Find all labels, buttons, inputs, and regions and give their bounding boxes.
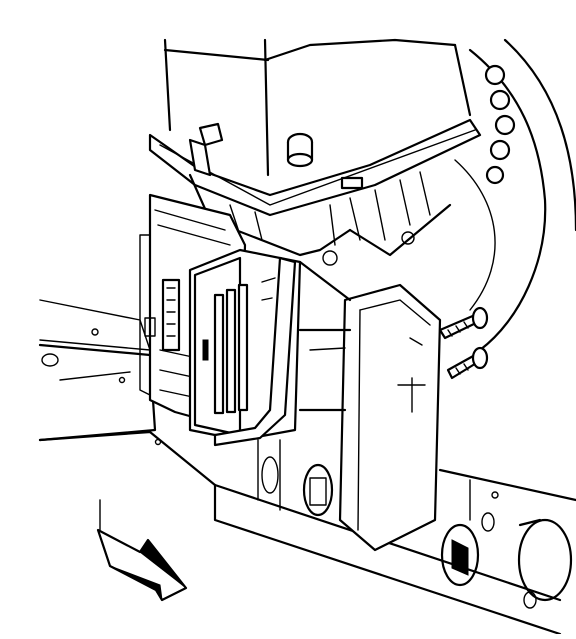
direction-arrow — [96, 528, 188, 602]
cowl-panel — [38, 299, 576, 636]
lower-hardware — [440, 512, 573, 609]
module-bracket — [213, 256, 297, 511]
air-cleaner-housing — [148, 38, 482, 266]
mounting-screw-lower — [446, 346, 489, 380]
wheel-well — [454, 38, 576, 352]
control-module-connector — [139, 193, 302, 442]
mounting-screw-upper — [438, 306, 489, 340]
module-cover — [298, 260, 442, 552]
